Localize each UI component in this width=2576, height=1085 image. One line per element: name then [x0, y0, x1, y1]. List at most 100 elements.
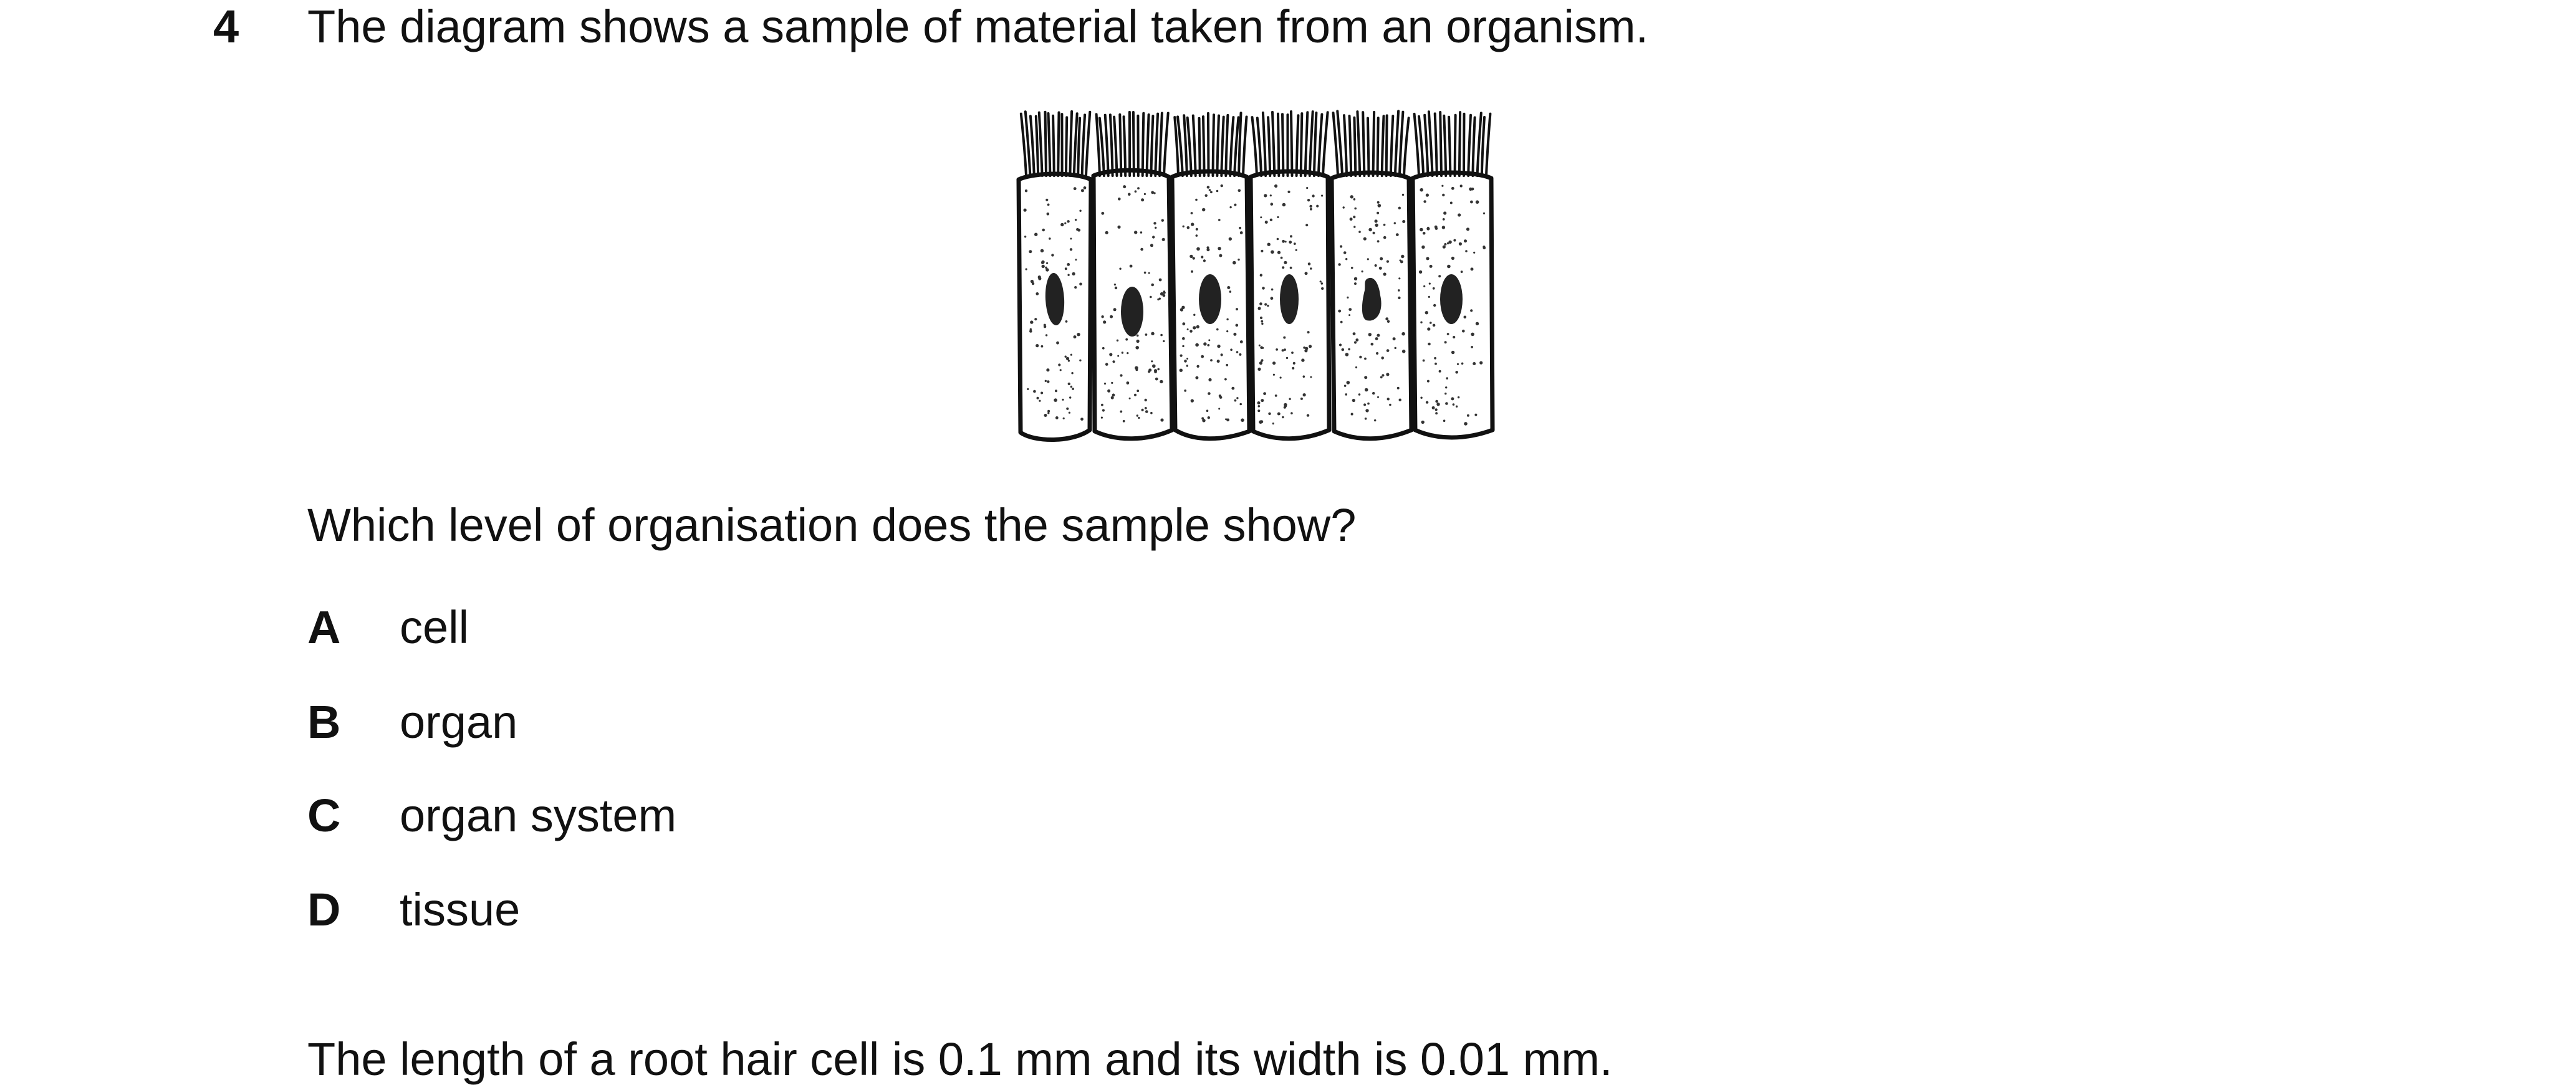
cytoplasm-stipple	[1241, 418, 1244, 422]
cytoplasm-stipple	[1426, 194, 1429, 197]
cytoplasm-stipple	[1365, 418, 1367, 420]
cilium	[1053, 116, 1054, 176]
cytoplasm-stipple	[1430, 322, 1432, 324]
cytoplasm-stipple	[1353, 332, 1356, 335]
cytoplasm-stipple	[1069, 396, 1071, 398]
cytoplasm-stipple	[1448, 241, 1451, 244]
cytoplasm-stipple	[1153, 222, 1156, 224]
cytoplasm-stipple	[1456, 406, 1458, 408]
cytoplasm-stipple	[1286, 357, 1288, 359]
cytoplasm-stipple	[1140, 231, 1143, 234]
cytoplasm-stipple	[1420, 188, 1423, 192]
cytoplasm-stipple	[1293, 362, 1295, 365]
cytoplasm-stipple	[1221, 184, 1223, 187]
cytoplasm-stipple	[1290, 412, 1293, 414]
cytoplasm-stipple	[1447, 333, 1449, 335]
cytoplasm-stipple	[1462, 330, 1465, 333]
cytoplasm-stipple	[1365, 388, 1368, 392]
cytoplasm-stipple	[1109, 353, 1112, 356]
cytoplasm-stipple	[1399, 399, 1401, 401]
option-d[interactable]: D tissue	[307, 887, 520, 943]
cytoplasm-stipple	[1074, 187, 1077, 190]
cytoplasm-stipple	[1457, 363, 1459, 365]
cytoplasm-stipple	[1070, 386, 1072, 388]
cytoplasm-stipple	[1272, 423, 1274, 424]
cytoplasm-stipple	[1191, 270, 1193, 273]
cytoplasm-stipple	[1289, 398, 1290, 400]
cytoplasm-stipple	[1055, 416, 1059, 419]
cytoplasm-stipple	[1270, 219, 1272, 221]
cytoplasm-stipple	[1465, 250, 1468, 252]
cytoplasm-stipple	[1353, 216, 1355, 218]
cytoplasm-stipple	[1321, 287, 1324, 290]
cytoplasm-stipple	[1354, 282, 1357, 285]
cytoplasm-stipple	[1196, 228, 1198, 231]
cilium	[1449, 117, 1450, 176]
cytoplasm-stipple	[1236, 397, 1238, 399]
cytoplasm-stipple	[1240, 231, 1243, 234]
cytoplasm-stipple	[1160, 418, 1163, 421]
cilium	[1435, 113, 1437, 176]
cytoplasm-stipple	[1343, 206, 1345, 208]
cytoplasm-stipple	[1060, 369, 1062, 371]
cytoplasm-stipple	[1182, 322, 1185, 325]
cytoplasm-stipple	[1202, 208, 1205, 211]
cytoplasm-stipple	[1435, 363, 1437, 365]
cytoplasm-stipple	[1262, 287, 1265, 290]
cilium	[1357, 112, 1360, 176]
cytoplasm-stipple	[1258, 405, 1261, 408]
cytoplasm-stipple	[1338, 263, 1340, 265]
cilium	[1297, 115, 1299, 176]
cytoplasm-stipple	[1377, 201, 1380, 204]
cytoplasm-stipple	[1208, 378, 1211, 381]
cytoplasm-stipple	[1464, 239, 1467, 242]
cilium	[1066, 117, 1067, 176]
cytoplasm-stipple	[1135, 346, 1139, 350]
cytoplasm-stipple	[1261, 323, 1263, 325]
cytoplasm-stipple	[1473, 252, 1475, 254]
cilium	[1151, 116, 1153, 176]
cytoplasm-stipple	[1277, 413, 1281, 416]
cytoplasm-stipple	[1195, 343, 1199, 347]
cytoplasm-stipple	[1259, 345, 1261, 347]
cytoplasm-stipple	[1261, 359, 1264, 361]
cytoplasm-stipple	[1402, 194, 1404, 196]
cytoplasm-stipple	[1201, 417, 1204, 419]
cilium	[1354, 118, 1355, 176]
cytoplasm-stipple	[1354, 277, 1357, 280]
cytoplasm-stipple	[1428, 343, 1431, 346]
cytoplasm-stipple	[1374, 419, 1376, 421]
option-letter-a: A	[307, 605, 400, 651]
cilium	[1368, 118, 1369, 176]
cytoplasm-stipple	[1259, 361, 1262, 365]
cytoplasm-stipple	[1421, 246, 1425, 249]
cytoplasm-stipple	[1180, 355, 1183, 357]
cytoplasm-stipple	[1270, 194, 1272, 196]
option-b[interactable]: B organ	[307, 699, 517, 755]
cytoplasm-stipple	[1075, 259, 1077, 260]
cytoplasm-stipple	[1389, 404, 1391, 406]
cytoplasm-stipple	[1444, 393, 1446, 394]
cytoplasm-stipple	[1348, 308, 1352, 311]
cytoplasm-stipple	[1069, 412, 1070, 414]
cytoplasm-stipple	[1367, 258, 1369, 260]
cytoplasm-stipple	[1471, 267, 1474, 270]
cytoplasm-stipple	[1402, 220, 1405, 223]
option-a[interactable]: A cell	[307, 605, 469, 661]
cytoplasm-stipple	[1280, 376, 1282, 378]
cytoplasm-stipple	[1289, 241, 1292, 244]
cytoplasm-stipple	[1065, 320, 1068, 323]
cytoplasm-stipple	[1433, 324, 1436, 327]
cytoplasm-stipple	[1233, 261, 1236, 265]
cytoplasm-stipple	[1210, 191, 1213, 193]
cytoplasm-stipple	[1236, 308, 1238, 310]
cytoplasm-stipple	[1305, 347, 1308, 350]
cilium	[1226, 115, 1228, 176]
cilium	[1078, 118, 1080, 176]
cytoplasm-stipple	[1277, 238, 1279, 241]
cytoplasm-stipple	[1163, 340, 1165, 342]
cytoplasm-stipple	[1423, 232, 1426, 235]
cytoplasm-stipple	[1063, 418, 1065, 419]
cytoplasm-stipple	[1064, 222, 1066, 224]
option-c[interactable]: C organ system	[307, 793, 676, 849]
